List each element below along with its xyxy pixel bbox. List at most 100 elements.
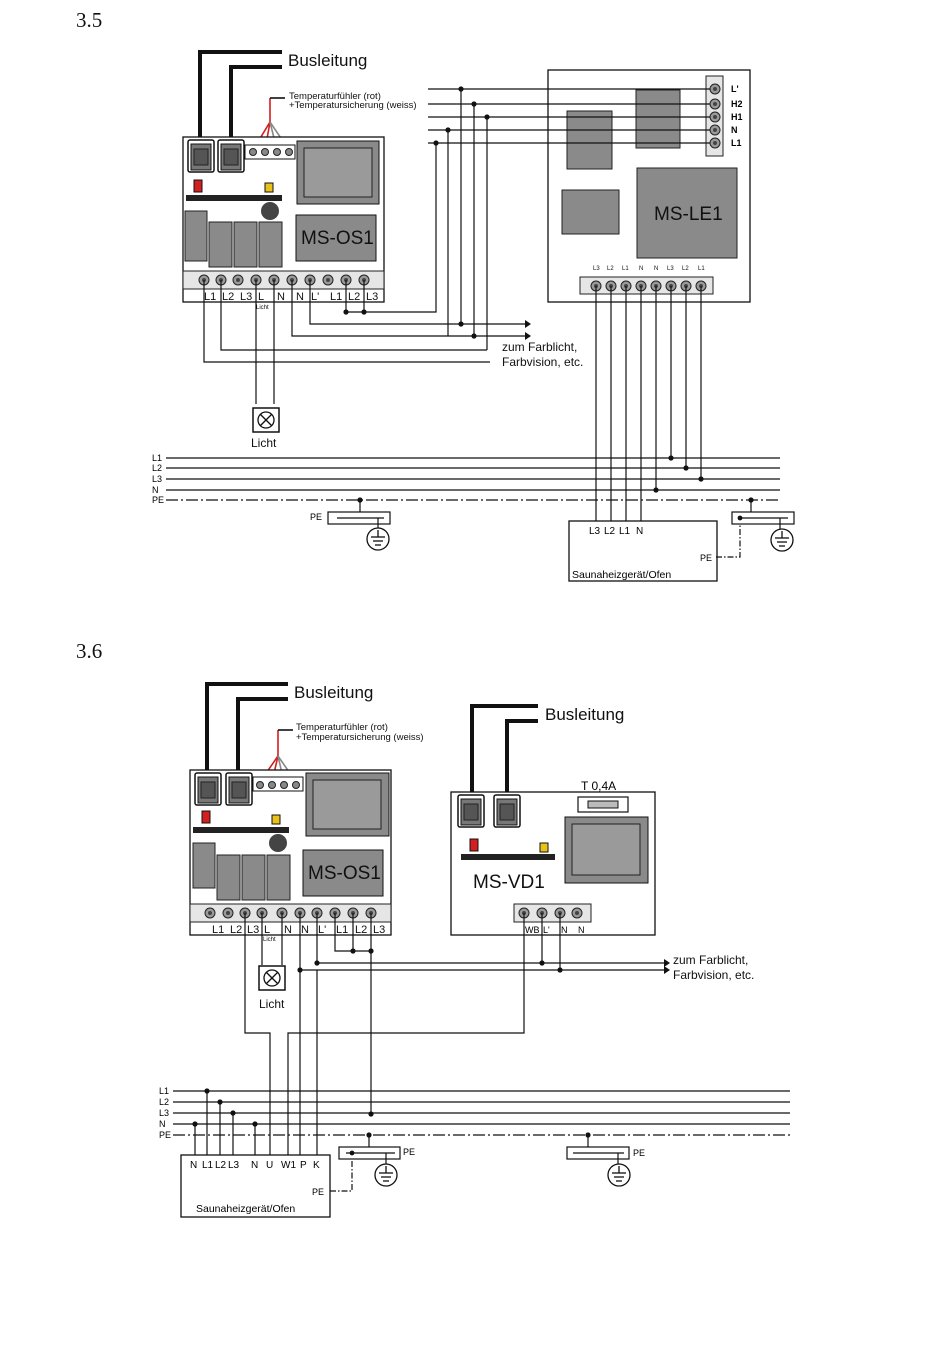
svg-text:H2: H2: [731, 99, 743, 109]
svg-text:L2: L2: [230, 924, 242, 936]
svg-text:N: N: [284, 924, 292, 936]
section-3-5: 3.5: [76, 8, 102, 32]
svg-text:L1: L1: [204, 291, 216, 303]
svg-text:W1: W1: [281, 1160, 296, 1171]
svg-text:L1: L1: [731, 138, 742, 148]
pe-earth-35-right: [716, 500, 795, 558]
svg-text:U: U: [266, 1160, 273, 1171]
svg-text:L3: L3: [373, 924, 385, 936]
ms-vd1-label: MS-VD1: [473, 872, 545, 893]
ms-le1-board: MS-LE1: [547, 69, 751, 303]
bus-cable: [198, 50, 282, 142]
pe-earth-36-left: [330, 1135, 401, 1192]
svg-text:PE: PE: [159, 1130, 171, 1140]
svg-text:L2: L2: [159, 1097, 169, 1107]
svg-text:L1: L1: [330, 291, 342, 303]
power-bus-labels-36: L1 L2 L3 N PE: [159, 1086, 171, 1140]
ofen-box-35: [568, 520, 718, 582]
svg-text:N: N: [296, 291, 304, 303]
svg-text:L2: L2: [222, 291, 234, 303]
svg-text:L3: L3: [240, 291, 252, 303]
ms-os1-label-36: MS-OS1: [308, 863, 381, 884]
svg-text:L2: L2: [152, 463, 162, 473]
temp-sensor-label-36a: Temperaturfühler (rot): [296, 722, 388, 733]
licht-label-36: Licht: [259, 997, 285, 1011]
svg-text:L2: L2: [355, 924, 367, 936]
ms-vd1-board: MS-VD1: [450, 791, 656, 936]
svg-text:L3: L3: [366, 291, 378, 303]
svg-text:L1: L1: [202, 1160, 214, 1171]
svg-text:H1: H1: [731, 112, 743, 122]
svg-text:L1: L1: [622, 266, 629, 272]
svg-text:L1: L1: [619, 526, 631, 537]
farblicht-label-35a: zum Farblicht,: [502, 340, 577, 354]
svg-text:L': L': [311, 291, 319, 303]
le1-load-wires: [595, 286, 702, 522]
svg-text:L': L': [318, 924, 326, 936]
svg-text:N: N: [731, 125, 738, 135]
svg-text:L: L: [258, 291, 264, 303]
svg-text:N: N: [636, 526, 643, 537]
pe-earth-36-right: [566, 1135, 631, 1187]
svg-text:L1: L1: [159, 1086, 169, 1096]
svg-text:N: N: [251, 1160, 258, 1171]
licht-label-35: Licht: [251, 436, 277, 450]
svg-text:L2: L2: [348, 291, 360, 303]
ms-os1-label-35: MS-OS1: [301, 228, 374, 249]
ofen-label-36: Saunaheizgerät/Ofen: [196, 1203, 295, 1215]
svg-text:N: N: [277, 291, 285, 303]
svg-text:L3: L3: [667, 266, 674, 272]
ms-vd1-terminal-labels: WB L' N N: [525, 925, 585, 935]
farblicht-label-36b: Farbvision, etc.: [673, 968, 754, 982]
lamp-icon: [252, 407, 280, 433]
ms-le1-terminal-labels: L3 L2 L1 N N L3 L2 L1: [593, 266, 705, 272]
busleitung-label-36-vd1: Busleitung: [545, 705, 624, 724]
svg-text:Licht: Licht: [263, 937, 276, 943]
pe-label-35-left: PE: [310, 512, 322, 522]
ofen-feed-wires-36: [194, 1091, 256, 1158]
ofen-terminal-labels-35: L3 L2 L1 N: [589, 526, 643, 537]
temp-sensor-label-35b: +Temperatursicherung (weiss): [289, 100, 417, 111]
svg-text:L3: L3: [228, 1160, 240, 1171]
svg-text:L3: L3: [247, 924, 259, 936]
farblicht-label-36a: zum Farblicht,: [673, 953, 748, 967]
svg-text:N: N: [301, 924, 309, 936]
pe-label-36-right: PE: [633, 1148, 645, 1158]
ofen-box-36: [180, 1154, 331, 1218]
fuse-label: T 0,4A: [581, 779, 616, 793]
arrows-36: [664, 959, 670, 974]
ofen-terminal-labels-36: N L1 L2 L3 N U W1 P K: [190, 1160, 320, 1171]
junction-dots-35: [343, 86, 490, 339]
svg-text:N: N: [654, 266, 658, 272]
junction-dots-36b: [192, 1088, 591, 1138]
bus-cable-36-os1: [205, 682, 288, 774]
svg-text:L3: L3: [159, 1108, 169, 1118]
wiring-36: [244, 913, 664, 1158]
svg-text:L1: L1: [212, 924, 224, 936]
ms-os1-board: MS-OS1: [182, 136, 385, 303]
ms-os1-terminal-labels-36: L1 L2 L3 L N N L' L1 L2 L3 Licht: [212, 924, 385, 943]
svg-text:K: K: [313, 1160, 320, 1171]
pe-label-36-left: PE: [403, 1147, 415, 1157]
power-bus-labels-35: L1 L2 L3 N PE: [152, 453, 164, 505]
pe-label-35-ofen: PE: [700, 553, 712, 563]
svg-text:N: N: [639, 266, 643, 272]
section-3-6: 3.6: [76, 639, 102, 663]
temp-sensor-label-36b: +Temperatursicherung (weiss): [296, 732, 424, 743]
svg-text:L1: L1: [152, 453, 162, 463]
ofen-label-35: Saunaheizgerät/Ofen: [572, 569, 671, 581]
svg-text:N: N: [561, 925, 568, 935]
power-bus-36: [173, 1090, 790, 1136]
busleitung-label-36-os1: Busleitung: [294, 683, 373, 702]
lamp-icon-36: [258, 965, 286, 991]
bus-cable-36-vd1: [470, 704, 538, 794]
svg-text:N: N: [190, 1160, 197, 1171]
svg-text:WB: WB: [525, 925, 540, 935]
svg-text:L2: L2: [607, 266, 614, 272]
svg-text:L2: L2: [682, 266, 689, 272]
svg-text:N: N: [578, 925, 585, 935]
farblicht-label-35b: Farbvision, etc.: [502, 355, 583, 369]
busleitung-label-35: Busleitung: [288, 51, 367, 70]
svg-text:L': L': [543, 925, 550, 935]
svg-text:Licht: Licht: [256, 305, 269, 311]
